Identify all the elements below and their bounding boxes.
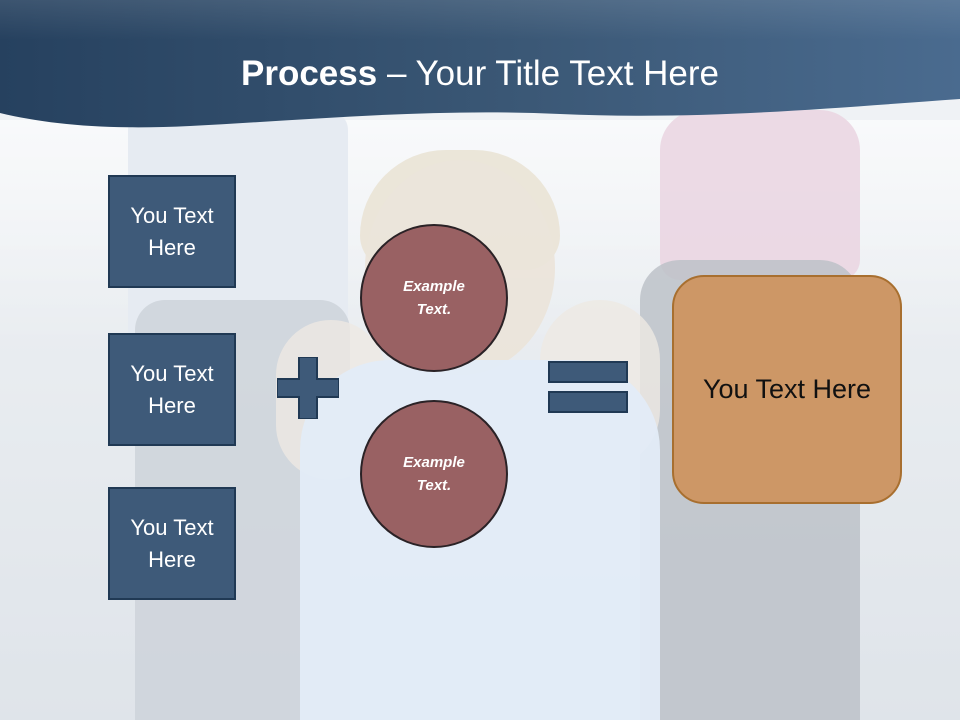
text-box-2[interactable]: You Text Here [108,333,236,446]
example-circle-top-label: Example Text. [403,278,465,318]
example-circle-bottom-label: Example Text. [403,454,465,494]
example-circle-bottom[interactable]: Example Text. [360,400,508,548]
page-title: Process – Your Title Text Here [0,52,960,96]
background-adult-right-torso [660,110,860,280]
example-circle-top[interactable]: Example Text. [360,224,508,372]
plus-icon [277,357,339,419]
text-box-2-label: You Text Here [130,360,214,418]
text-box-1-label: You Text Here [130,202,214,260]
text-box-3[interactable]: You Text Here [108,487,236,600]
result-box[interactable]: You Text Here [672,275,902,504]
title-bold: Process [241,54,378,93]
text-box-3-label: You Text Here [130,514,214,572]
result-box-label: You Text Here [702,374,872,404]
title-separator: – [377,54,416,93]
title-text: Your Title Text Here [415,54,720,93]
equals-icon [548,361,628,413]
text-box-1[interactable]: You Text Here [108,175,236,288]
